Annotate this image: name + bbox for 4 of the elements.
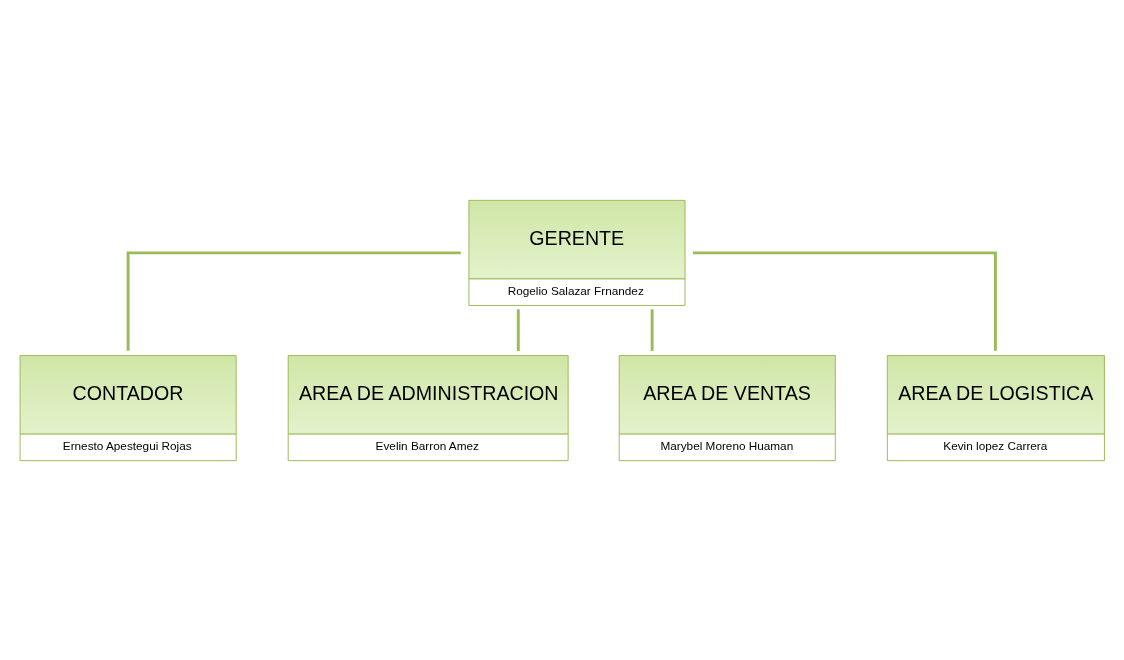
- connector: [516, 309, 520, 351]
- connector: [650, 309, 654, 351]
- connector: [693, 251, 997, 351]
- connector: [126, 251, 461, 351]
